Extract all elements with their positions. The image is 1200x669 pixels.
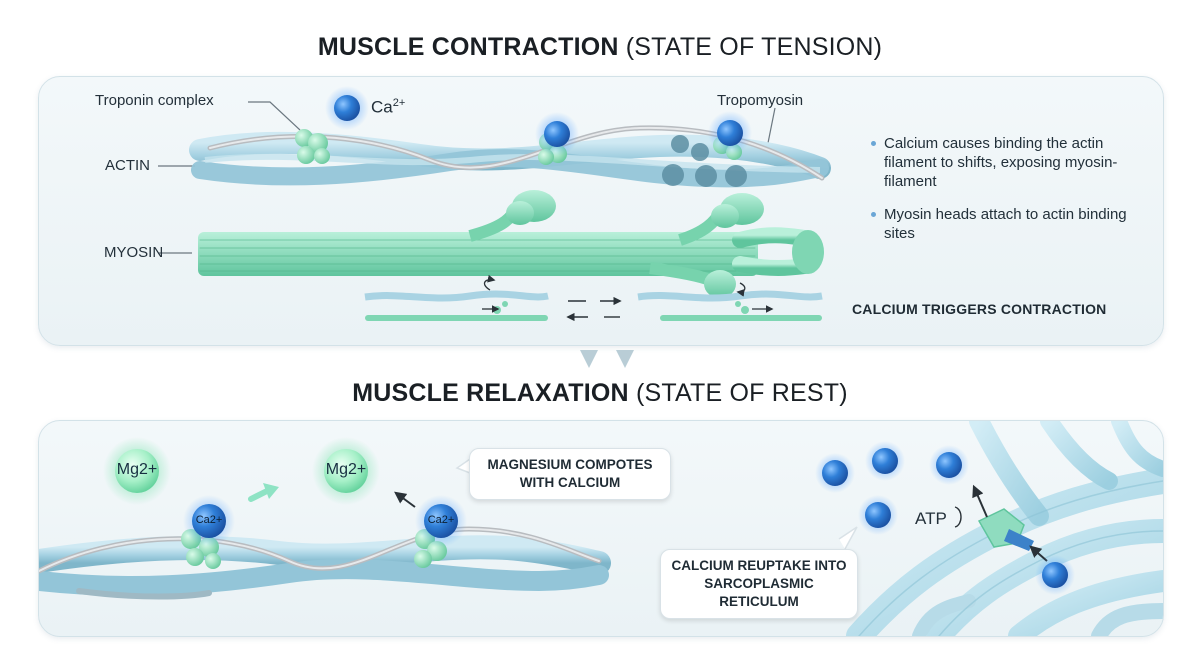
myosin-heads [468, 190, 764, 298]
label-atp: ATP [915, 509, 947, 528]
note-myosin-attach: Myosin heads attach to actin binding sit… [868, 205, 1128, 243]
transition-arrows [580, 350, 634, 368]
label-ca-ion-2: Ca2+ [427, 514, 455, 526]
label-ca-ion-1: Ca2+ [195, 514, 223, 526]
calcium-ions-relaxed [183, 495, 467, 547]
relaxation-title-light: (STATE OF REST) [635, 379, 848, 407]
relaxation-title-bold: MUSCLE RELAXATION [352, 379, 629, 407]
label-troponin-complex: Troponin complex [95, 92, 214, 109]
label-myosin: MYOSIN [104, 244, 164, 261]
callout-magnesium: MAGNESIUM COMPOTES WITH CALCIUM [469, 448, 671, 500]
displacement-arrows [248, 483, 416, 508]
calcium-symbol: Ca [371, 97, 393, 117]
callout-pointer-reuptake [838, 526, 858, 550]
callout-pointer-magnesium [455, 458, 471, 474]
leader-lines [158, 101, 776, 254]
calcium-ion-legend [325, 86, 369, 130]
tropomyosin-strand-relaxed [39, 526, 602, 574]
callout-reuptake: CALCIUM REUPTAKE INTO SARCOPLASMIC RETIC… [660, 549, 858, 619]
label-calcium-triggers: CALCIUM TRIGGERS CONTRACTION [852, 301, 1107, 317]
binding-sites [662, 135, 747, 187]
label-mg-ion-2: Mg2+ [325, 461, 367, 478]
calcium-ions-bound [535, 111, 752, 156]
actin-filament-relaxed [39, 535, 611, 600]
label-mg-ion-1: Mg2+ [116, 461, 158, 478]
contraction-notes: Calcium causes binding the actin filamen… [868, 134, 1128, 257]
relaxation-artwork [39, 421, 1163, 636]
label-actin: ACTIN [105, 157, 150, 174]
mini-sarcomere-left [364, 274, 549, 321]
label-calcium-ion: Ca2+ [371, 97, 405, 118]
calcium-charge: 2+ [392, 97, 406, 109]
note-calcium-binding: Calcium causes binding the actin filamen… [868, 134, 1128, 191]
label-tropomyosin: Tropomyosin [717, 92, 804, 109]
relaxation-title: MUSCLE RELAXATION (STATE OF REST) [0, 379, 1200, 408]
magnesium-ions [103, 437, 380, 505]
calcium-pump [954, 484, 1048, 562]
mini-sarcomere-right [637, 282, 823, 321]
sliding-arrows [566, 296, 622, 322]
myosin-filament [198, 227, 824, 276]
calcium-ions-free [815, 441, 1075, 595]
contraction-title-bold: MUSCLE CONTRACTION [317, 33, 619, 61]
relaxation-panel: Mg2+ Mg2+ Ca2+ Ca2+ MAGNESIUM COMPOTES W… [38, 420, 1164, 637]
contraction-title-light: (STATE OF TENSION) [625, 33, 883, 61]
contraction-title: MUSCLE CONTRACTION (STATE OF TENSION) [0, 33, 1200, 62]
